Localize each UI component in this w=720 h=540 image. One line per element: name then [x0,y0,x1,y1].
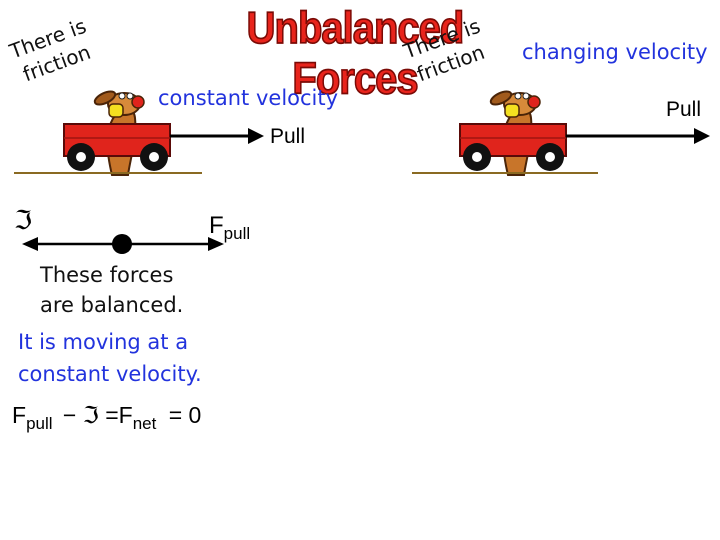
friction-arrowhead [22,237,38,251]
moving-text-line: It is moving at a [18,330,189,354]
slide-title: Unbalanced Forces [246,3,465,104]
wagon-wheel [140,143,168,171]
eq-zero: 0 [188,402,202,428]
moving-text-line: constant velocity. [18,362,202,386]
balanced-text-line: These forces [40,263,174,287]
balanced-forces-text: These forces are balanced. [40,260,183,320]
force-diagram [22,234,224,254]
changing-velocity-label: changing velocity [522,40,708,64]
pull-arrowhead [208,237,224,251]
object-dot [112,234,132,254]
eq-minus: − [62,402,77,428]
pull-force-symbol: F [209,212,224,239]
friction-force-label: ℑ [14,206,33,236]
eq-pull-symbol: F [12,402,27,428]
eq-pull-subscript: pull [26,414,53,433]
wagon-wheel [463,143,491,171]
wagon-scene-left [14,90,264,176]
pull-label-right: Pull [666,98,702,121]
wagon-scene-right [412,90,710,176]
wagon-wheel [536,143,564,171]
moving-text: It is moving at a constant velocity. [18,326,202,390]
eq-equals: = [105,402,119,428]
pull-force-label: Fpull [209,212,250,244]
eq-friction-symbol: ℑ [82,403,99,429]
wagon-wheel [67,143,95,171]
net-force-equation: Fpull − ℑ =Fnet = 0 [12,402,201,434]
eq-equals: = [168,402,183,428]
balanced-text-line: are balanced. [40,293,184,317]
pull-label-left: Pull [270,125,306,148]
constant-velocity-label: constant velocity [158,86,339,110]
pull-force-subscript: pull [223,224,251,243]
eq-net-subscript: net [132,414,157,433]
eq-net-symbol: F [118,402,133,428]
